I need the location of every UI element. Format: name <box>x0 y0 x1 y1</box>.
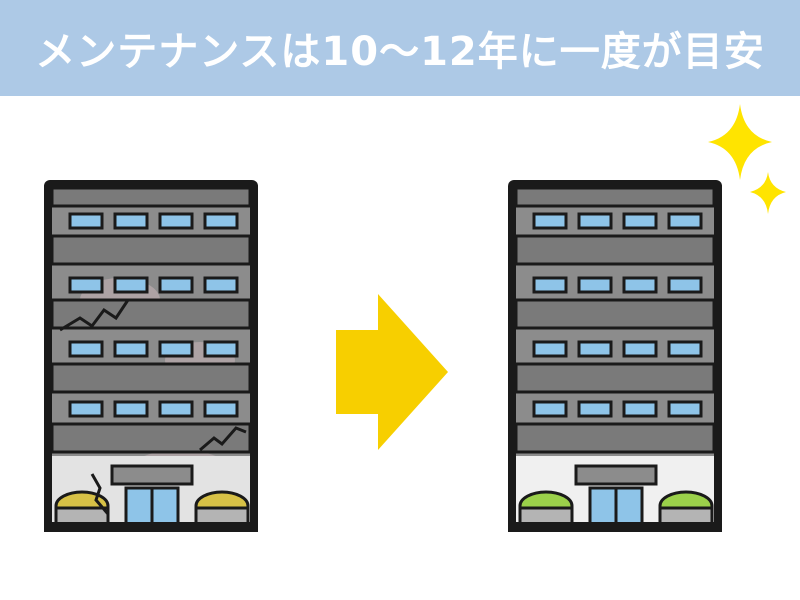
title-banner: メンテナンスは10〜12年に一度が目安 <box>0 0 800 96</box>
window <box>622 212 658 230</box>
floor-band <box>514 298 716 330</box>
entrance-sign <box>574 464 658 486</box>
floor-band <box>50 234 252 266</box>
window <box>203 212 239 230</box>
window <box>68 212 104 230</box>
banner-title: メンテナンスは10〜12年に一度が目安 <box>35 29 765 75</box>
illustration-scene <box>0 96 800 600</box>
window <box>68 340 104 358</box>
window <box>532 212 568 230</box>
floor-band <box>50 422 252 454</box>
window <box>667 212 703 230</box>
floor-group <box>514 186 716 454</box>
window <box>532 400 568 418</box>
window <box>532 276 568 294</box>
floor-band <box>514 234 716 266</box>
window <box>158 276 194 294</box>
window <box>158 340 194 358</box>
floor-band <box>50 298 252 330</box>
illustration-svg <box>44 104 786 532</box>
floor-band <box>514 422 716 454</box>
window <box>158 400 194 418</box>
window <box>113 276 149 294</box>
window <box>158 212 194 230</box>
window <box>113 400 149 418</box>
window <box>577 276 613 294</box>
aged-apartment-building-icon <box>44 180 258 532</box>
window <box>667 276 703 294</box>
floor-band <box>514 186 716 208</box>
window <box>68 400 104 418</box>
window <box>667 400 703 418</box>
window <box>622 340 658 358</box>
crack-icon <box>199 426 247 452</box>
window <box>532 340 568 358</box>
window <box>577 212 613 230</box>
floor-band <box>50 362 252 394</box>
window <box>203 276 239 294</box>
crack-icon <box>59 299 130 332</box>
crack-icon <box>90 473 110 515</box>
window <box>577 340 613 358</box>
sparkle-icon <box>708 104 786 214</box>
renovated-apartment-building-icon <box>508 180 722 532</box>
window <box>622 276 658 294</box>
window <box>577 400 613 418</box>
floor-band <box>50 186 252 208</box>
window <box>203 400 239 418</box>
window <box>113 212 149 230</box>
window <box>113 340 149 358</box>
entrance-sign <box>110 464 194 486</box>
window <box>68 276 104 294</box>
floor-band <box>514 362 716 394</box>
floor-group <box>50 186 252 454</box>
window <box>622 400 658 418</box>
window <box>667 340 703 358</box>
window <box>203 340 239 358</box>
arrow-right-icon <box>336 294 448 450</box>
